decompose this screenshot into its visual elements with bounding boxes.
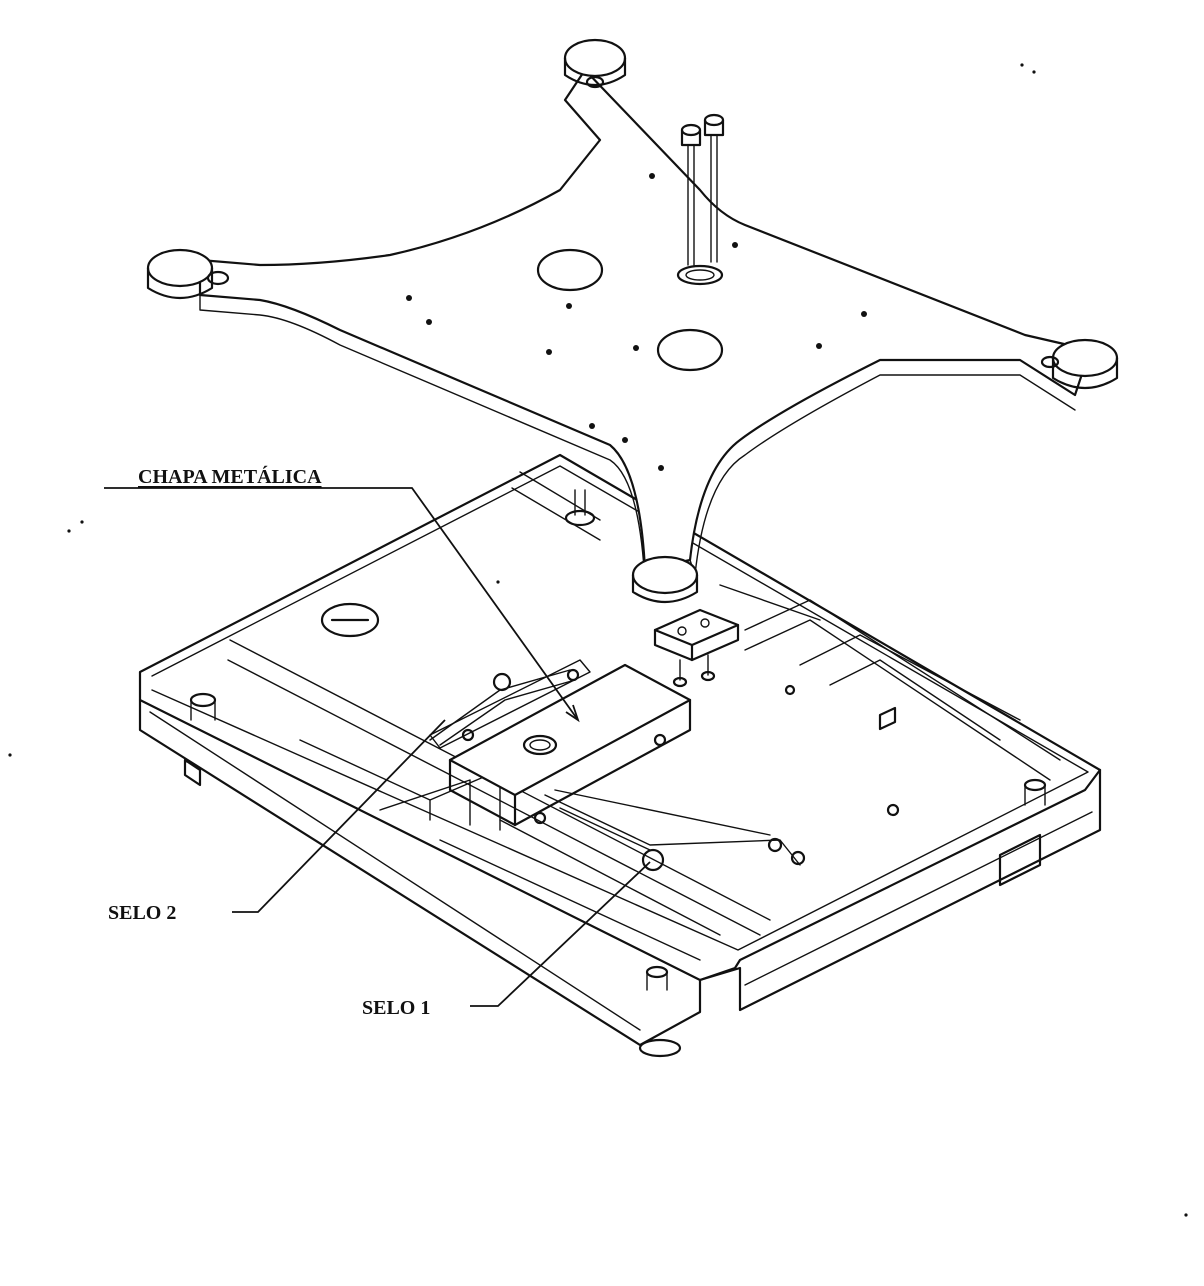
load-cell-block (429, 659, 692, 827)
screw-boss-icon (564, 489, 596, 527)
rubber-foot-icon (146, 248, 230, 299)
seal-1-wire (544, 789, 806, 872)
selo-1-leader (470, 861, 651, 1007)
base-tray (138, 453, 1102, 1058)
screw-icon (680, 123, 702, 266)
selo-1-label: SELO 1 (362, 997, 431, 1019)
screw-boss-icon (189, 692, 217, 721)
screw-boss-icon (1023, 778, 1047, 806)
screw-icon (703, 113, 725, 263)
screw-boss-icon (645, 965, 669, 991)
scan-specks (8, 63, 1188, 1217)
selo-2-label: SELO 2 (108, 902, 177, 924)
rubber-foot-icon (1040, 338, 1119, 389)
rubber-foot-icon (631, 555, 699, 603)
selo-2-leader (232, 719, 446, 913)
chapa-metalica-arrow-icon (565, 704, 580, 723)
mounting-bracket (653, 608, 740, 688)
spider-plate (146, 38, 1119, 603)
chapa-metalica-leader (104, 487, 579, 721)
rubber-foot-icon (563, 38, 627, 89)
chapa-metalica-label: CHAPA METÁLICA (138, 466, 322, 488)
